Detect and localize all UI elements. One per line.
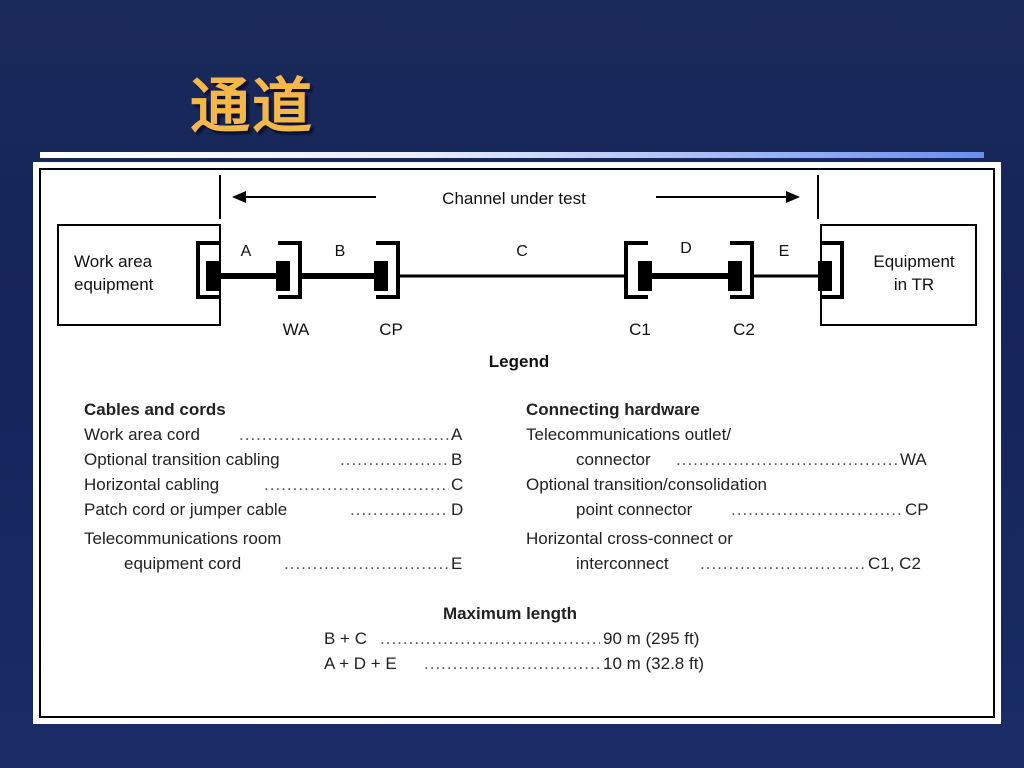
legend-row-label: Telecommunications outlet/: [526, 425, 732, 444]
max-length-expr: A + D + E: [324, 654, 397, 673]
leader-dots: ........................................…: [424, 654, 600, 673]
leader-dots: ........................................…: [340, 450, 449, 469]
max-length-heading: Maximum length: [442, 604, 578, 623]
legend-row-e-line1: Telecommunications room: [84, 526, 466, 551]
segment-label-a: A: [241, 243, 252, 260]
legend-row-code: E: [451, 554, 463, 573]
legend-row-c: Horizontal cabling .....................…: [84, 472, 466, 497]
channel-label: Channel under test: [442, 189, 586, 208]
max-length-block: Maximum length B + C ...................…: [320, 601, 760, 676]
c2-plug: [728, 261, 742, 291]
leader-dots: ........................................…: [264, 475, 449, 494]
legend-row-code: CP: [905, 500, 929, 519]
slide-title: 通道: [190, 72, 314, 142]
legend-row-label: Patch cord or jumper cable: [84, 500, 288, 519]
wa-jack: [278, 241, 302, 299]
work-area-jack: [196, 241, 220, 299]
legend-row-code: D: [451, 500, 464, 519]
legend-row-a: Work area cord .........................…: [84, 422, 466, 447]
segment-label-e: E: [779, 243, 790, 260]
legend-row-code: C: [451, 475, 464, 494]
title-divider: [40, 152, 984, 158]
legend-row-label: interconnect: [576, 554, 669, 573]
c1-plug: [638, 261, 652, 291]
connector-label-wa: WA: [283, 320, 310, 339]
leader-dots: ........................................…: [731, 500, 903, 519]
legend-hardware-heading: Connecting hardware: [526, 400, 700, 419]
legend-row-label: Horizontal cross-connect or: [526, 529, 733, 548]
leader-dots: ........................................…: [700, 554, 866, 573]
legend-row-label: equipment cord: [124, 554, 242, 573]
cp-jack: [376, 241, 400, 299]
channel-arrow-left-head: [232, 191, 246, 203]
max-length-row: B + C ..................................…: [320, 626, 760, 651]
c1-jack: [624, 241, 648, 299]
legend-row-cp: point connector ........................…: [526, 497, 946, 522]
wa-plug: [276, 261, 290, 291]
cp-plug: [374, 261, 388, 291]
legend-row-d: Patch cord or jumper cable .............…: [84, 497, 466, 522]
equipment-plug: [818, 261, 832, 291]
legend-row-label: point connector: [576, 500, 693, 519]
equipment-jack: [821, 241, 844, 299]
segment-label-d: D: [680, 240, 692, 257]
equipment-box: [820, 224, 977, 326]
equipment-label-line1: Equipment: [873, 252, 955, 271]
diagram-panel: Channel under test Work area equipment E…: [33, 162, 1001, 724]
legend-row-wa: connector ..............................…: [526, 447, 946, 472]
leader-dots: ........................................…: [676, 450, 898, 469]
connector-label-c1: C1: [629, 320, 651, 339]
legend-row-label: Telecommunications room: [84, 529, 282, 548]
work-area-box: [57, 224, 221, 326]
max-length-row: A + D + E ..............................…: [320, 651, 760, 676]
legend-row-code: A: [451, 425, 463, 444]
legend-row-code: C1, C2: [868, 554, 921, 573]
equipment-label-line2: in TR: [894, 275, 934, 294]
max-length-value: 90 m (295 ft): [603, 629, 700, 648]
legend-cables-heading: Cables and cords: [84, 400, 226, 419]
legend-row-label: Optional transition cabling: [84, 450, 280, 469]
channel-arrow-right-head: [786, 191, 800, 203]
leader-dots: ........................................…: [284, 554, 449, 573]
work-area-label-line1: Work area: [74, 252, 153, 271]
c2-jack: [730, 241, 754, 299]
leader-dots: ........................................…: [239, 425, 449, 444]
legend-row-c1c2: interconnect ...........................…: [526, 551, 946, 576]
segment-label-b: B: [335, 243, 346, 260]
leader-dots: ........................................…: [350, 500, 449, 519]
legend-row-label: Work area cord: [84, 425, 200, 444]
legend-cables: Cables and cords Work area cord ........…: [84, 397, 466, 576]
legend-row-cp-line1: Optional transition/consolidation: [526, 472, 946, 497]
legend-title: Legend: [489, 352, 549, 371]
legend-row-wa-line1: Telecommunications outlet/: [526, 422, 946, 447]
legend-row-code: B: [451, 450, 463, 469]
leader-dots: ........................................…: [380, 629, 600, 648]
max-length-expr: B + C: [324, 629, 367, 648]
legend-row-code: WA: [900, 450, 927, 469]
legend-row-label: Horizontal cabling: [84, 475, 220, 494]
legend-row-b: Optional transition cabling ............…: [84, 447, 466, 472]
max-length-value: 10 m (32.8 ft): [603, 654, 705, 673]
work-area-label-line2: equipment: [74, 275, 154, 294]
legend-hardware: Connecting hardware Telecommunications o…: [526, 397, 946, 576]
channel-diagram: Channel under test Work area equipment E…: [57, 175, 977, 371]
connector-label-cp: CP: [379, 320, 403, 339]
legend-row-e: equipment cord .........................…: [84, 551, 466, 576]
legend-row-c1c2-line1: Horizontal cross-connect or: [526, 526, 946, 551]
diagram-frame: [39, 168, 995, 718]
work-area-plug: [206, 261, 220, 291]
legend-row-label: Optional transition/consolidation: [526, 475, 767, 494]
connector-label-c2: C2: [733, 320, 755, 339]
segment-label-c: C: [516, 243, 528, 260]
legend-row-label: connector: [576, 450, 651, 469]
